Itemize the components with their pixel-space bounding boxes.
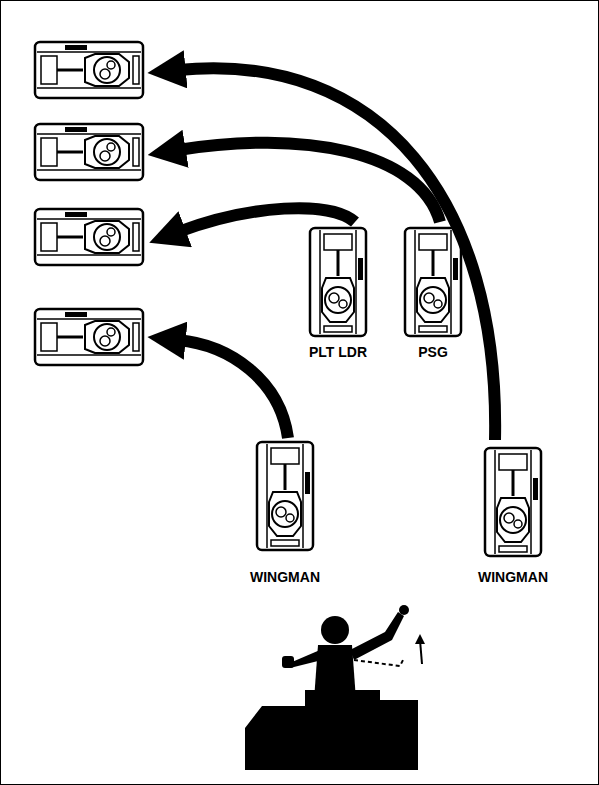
tank-label: WINGMAN: [250, 570, 320, 585]
tank-label: WINGMAN: [478, 570, 548, 585]
tank-label: PSG: [418, 345, 448, 360]
signalling-soldier: [245, 605, 425, 770]
tank-label: PLT LDR: [309, 345, 367, 360]
